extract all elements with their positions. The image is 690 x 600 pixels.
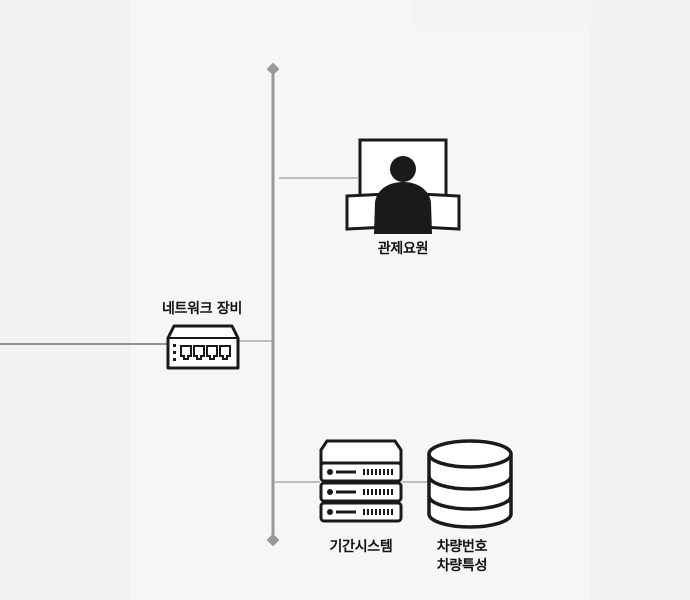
diagram-background-top bbox=[412, 0, 590, 28]
network-switch-icon bbox=[166, 324, 240, 370]
database-label-line1: 차량번호 bbox=[436, 539, 488, 555]
network-label: 네트워크 장비 bbox=[161, 301, 243, 317]
database-label: 차량번호 차량특성 bbox=[420, 538, 504, 576]
server-icon bbox=[319, 439, 403, 523]
database-label-line2: 차량특성 bbox=[436, 558, 488, 574]
operator-icon bbox=[345, 138, 461, 234]
database-icon bbox=[427, 439, 513, 529]
system-label: 기간시스템 bbox=[329, 539, 393, 555]
bus-top-diamond bbox=[266, 62, 280, 76]
bus-bottom-diamond bbox=[266, 533, 280, 547]
operator-label: 관제요원 bbox=[377, 241, 429, 257]
